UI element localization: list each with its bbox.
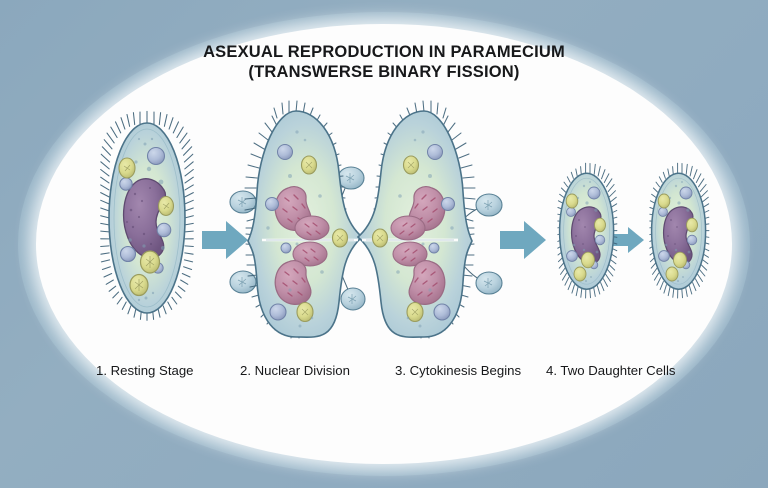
stage-captions: 1. Resting Stage 2. Nuclear Division 3. … (0, 363, 768, 385)
contractile-vacuole (277, 144, 293, 160)
food-vacuole (686, 217, 698, 233)
contractile-vacuole (427, 144, 443, 160)
macronucleus (274, 260, 312, 305)
food-vacuole (673, 251, 687, 269)
caption-stage-1: 1. Resting Stage (96, 363, 194, 378)
food-vacuole (581, 251, 595, 269)
caption-stage-3: 3. Cytokinesis Begins (395, 363, 522, 378)
contractile-vacuole (566, 207, 576, 217)
contractile-vacuole (658, 250, 670, 262)
contractile-vacuole (146, 146, 166, 166)
contractile-vacuole (269, 303, 287, 321)
contractile-vacuole (265, 197, 279, 211)
food-vacuole (573, 266, 587, 282)
stage-2-nuclear-division (229, 100, 366, 339)
stage-1-resting-cell (100, 110, 194, 321)
food-vacuole (594, 217, 606, 233)
contractile-vacuole (587, 186, 601, 200)
contractile-vacuole (594, 234, 606, 246)
contractile-vacuole (280, 242, 292, 254)
arrow-stage1-to-stage2 (202, 221, 248, 259)
micronucleus (390, 215, 426, 241)
contractile-vacuole (156, 222, 172, 238)
contractile-vacuole (428, 242, 440, 254)
daughter-cell-2 (649, 162, 710, 299)
stage-3-cytokinesis-begins (356, 100, 503, 339)
contractile-vacuole (119, 245, 137, 263)
figure-title: ASEXUAL REPRODUCTION IN PARAMECIUM (TRAN… (0, 42, 768, 82)
contractile-vacuole (686, 234, 698, 246)
caption-stage-4: 4. Two Daughter Cells (546, 363, 676, 378)
title-line-1: ASEXUAL REPRODUCTION IN PARAMECIUM (203, 43, 565, 61)
arrow-stage3-to-stage4 (500, 221, 546, 259)
daughter-cell-1 (557, 162, 618, 299)
food-vacuole (565, 193, 579, 209)
micronucleus (294, 215, 330, 241)
food-vacuole (665, 266, 679, 282)
contractile-vacuole (566, 250, 578, 262)
contractile-vacuole (441, 197, 455, 211)
macronucleus (408, 260, 446, 305)
caption-stage-2: 2. Nuclear Division (240, 363, 350, 378)
food-vacuole (657, 193, 671, 209)
contractile-vacuole (119, 177, 133, 191)
title-line-2: (TRANSWERSE BINARY FISSION) (248, 63, 520, 81)
dividing-cell (356, 100, 476, 339)
contractile-vacuole (658, 207, 668, 217)
contractile-vacuole (433, 303, 451, 321)
contractile-vacuole (679, 186, 693, 200)
stage-4-two-daughter-cells (557, 162, 710, 299)
